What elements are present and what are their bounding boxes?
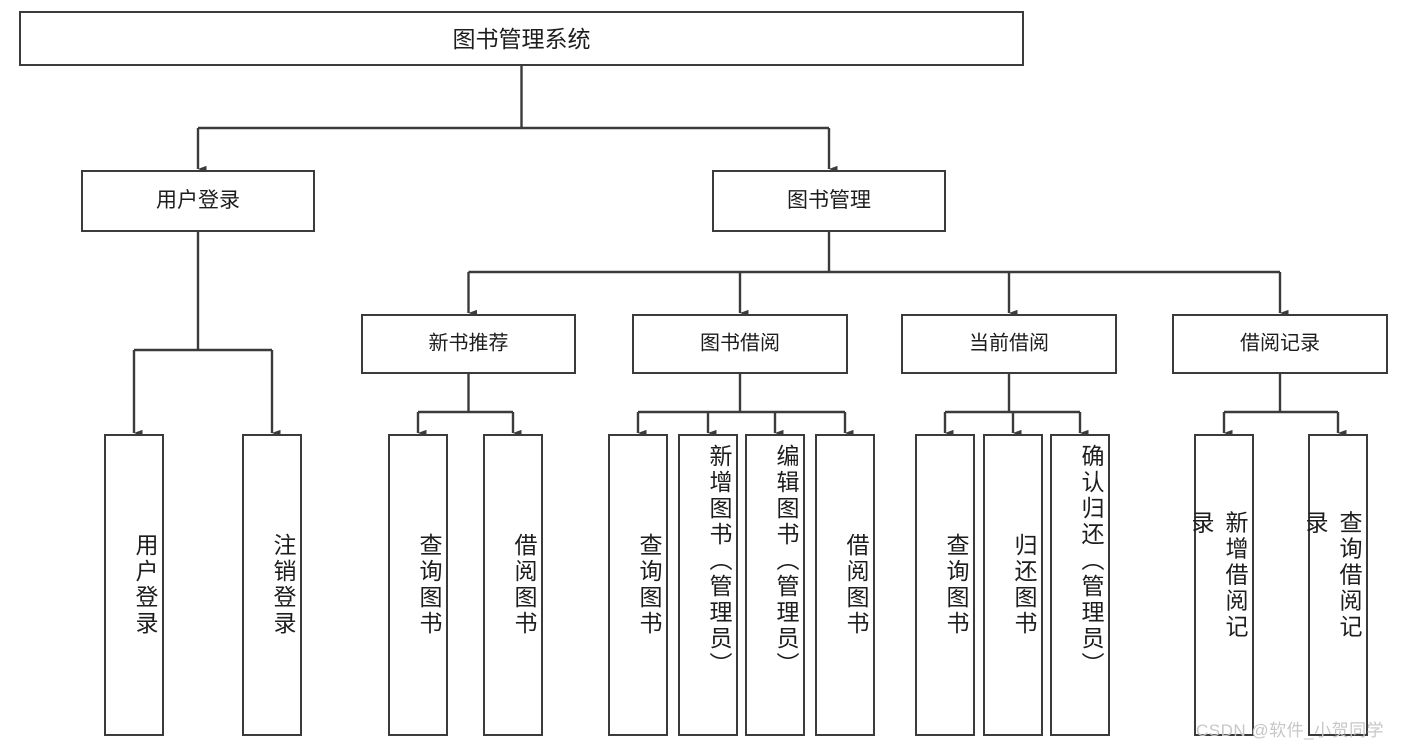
node-root[interactable]: 图书管理系统 <box>19 11 1024 66</box>
node-root-label: 图书管理系统 <box>452 25 591 52</box>
node-leaf-borrow-book[interactable]: 借阅图书 <box>815 434 875 736</box>
node-leaf-query-book-cur[interactable]: 查询图书 <box>915 434 975 736</box>
node-leaf-query-book-rec[interactable]: 查询图书 <box>388 434 448 736</box>
leaf-label: 查询图书 <box>416 533 442 637</box>
leaf-label: 新增借阅记录 <box>1188 510 1248 641</box>
node-borrow-record[interactable]: 借阅记录 <box>1172 314 1388 374</box>
node-leaf-return-book[interactable]: 归还图书 <box>983 434 1043 736</box>
node-label: 图书管理 <box>787 188 871 212</box>
leaf-label: 编辑图书（管理员） <box>773 444 799 678</box>
watermark-text: CSDN @软件_小贺同学 <box>1196 721 1385 740</box>
node-leaf-user-login[interactable]: 用户登录 <box>104 434 164 736</box>
node-leaf-confirm-return-admin[interactable]: 确认归还（管理员） <box>1050 434 1110 736</box>
leaf-label: 查询图书 <box>636 533 662 637</box>
leaf-label: 查询借阅记录 <box>1302 510 1362 641</box>
node-label: 新书推荐 <box>428 332 509 355</box>
leaf-label: 借阅图书 <box>511 533 537 637</box>
node-leaf-query-borrow-record[interactable]: 查询借阅记录 <box>1302 434 1368 736</box>
node-current-borrow[interactable]: 当前借阅 <box>901 314 1117 374</box>
leaf-label: 查询图书 <box>943 533 969 637</box>
leaf-label: 用户登录 <box>132 533 158 637</box>
node-leaf-query-book-borrow[interactable]: 查询图书 <box>608 434 668 736</box>
node-new-book-recommend[interactable]: 新书推荐 <box>361 314 576 374</box>
node-book-manage[interactable]: 图书管理 <box>712 170 946 232</box>
node-leaf-borrow-book-rec[interactable]: 借阅图书 <box>483 434 543 736</box>
leaf-label: 注销登录 <box>270 533 296 637</box>
leaf-label: 借阅图书 <box>843 533 869 637</box>
leaf-label: 归还图书 <box>1011 533 1037 637</box>
node-leaf-user-logout[interactable]: 注销登录 <box>242 434 302 736</box>
node-book-borrow[interactable]: 图书借阅 <box>632 314 848 374</box>
node-leaf-add-book-admin[interactable]: 新增图书（管理员） <box>678 434 738 736</box>
node-label: 当前借阅 <box>969 332 1049 355</box>
node-user-login[interactable]: 用户登录 <box>81 170 315 232</box>
node-label: 用户登录 <box>156 188 240 212</box>
node-label: 借阅记录 <box>1240 332 1320 355</box>
node-leaf-add-borrow-record[interactable]: 新增借阅记录 <box>1188 434 1254 736</box>
leaf-label: 新增图书（管理员） <box>706 444 732 678</box>
leaf-label: 确认归还（管理员） <box>1078 444 1104 678</box>
node-leaf-edit-book-admin[interactable]: 编辑图书（管理员） <box>745 434 805 736</box>
node-label: 图书借阅 <box>700 332 780 355</box>
